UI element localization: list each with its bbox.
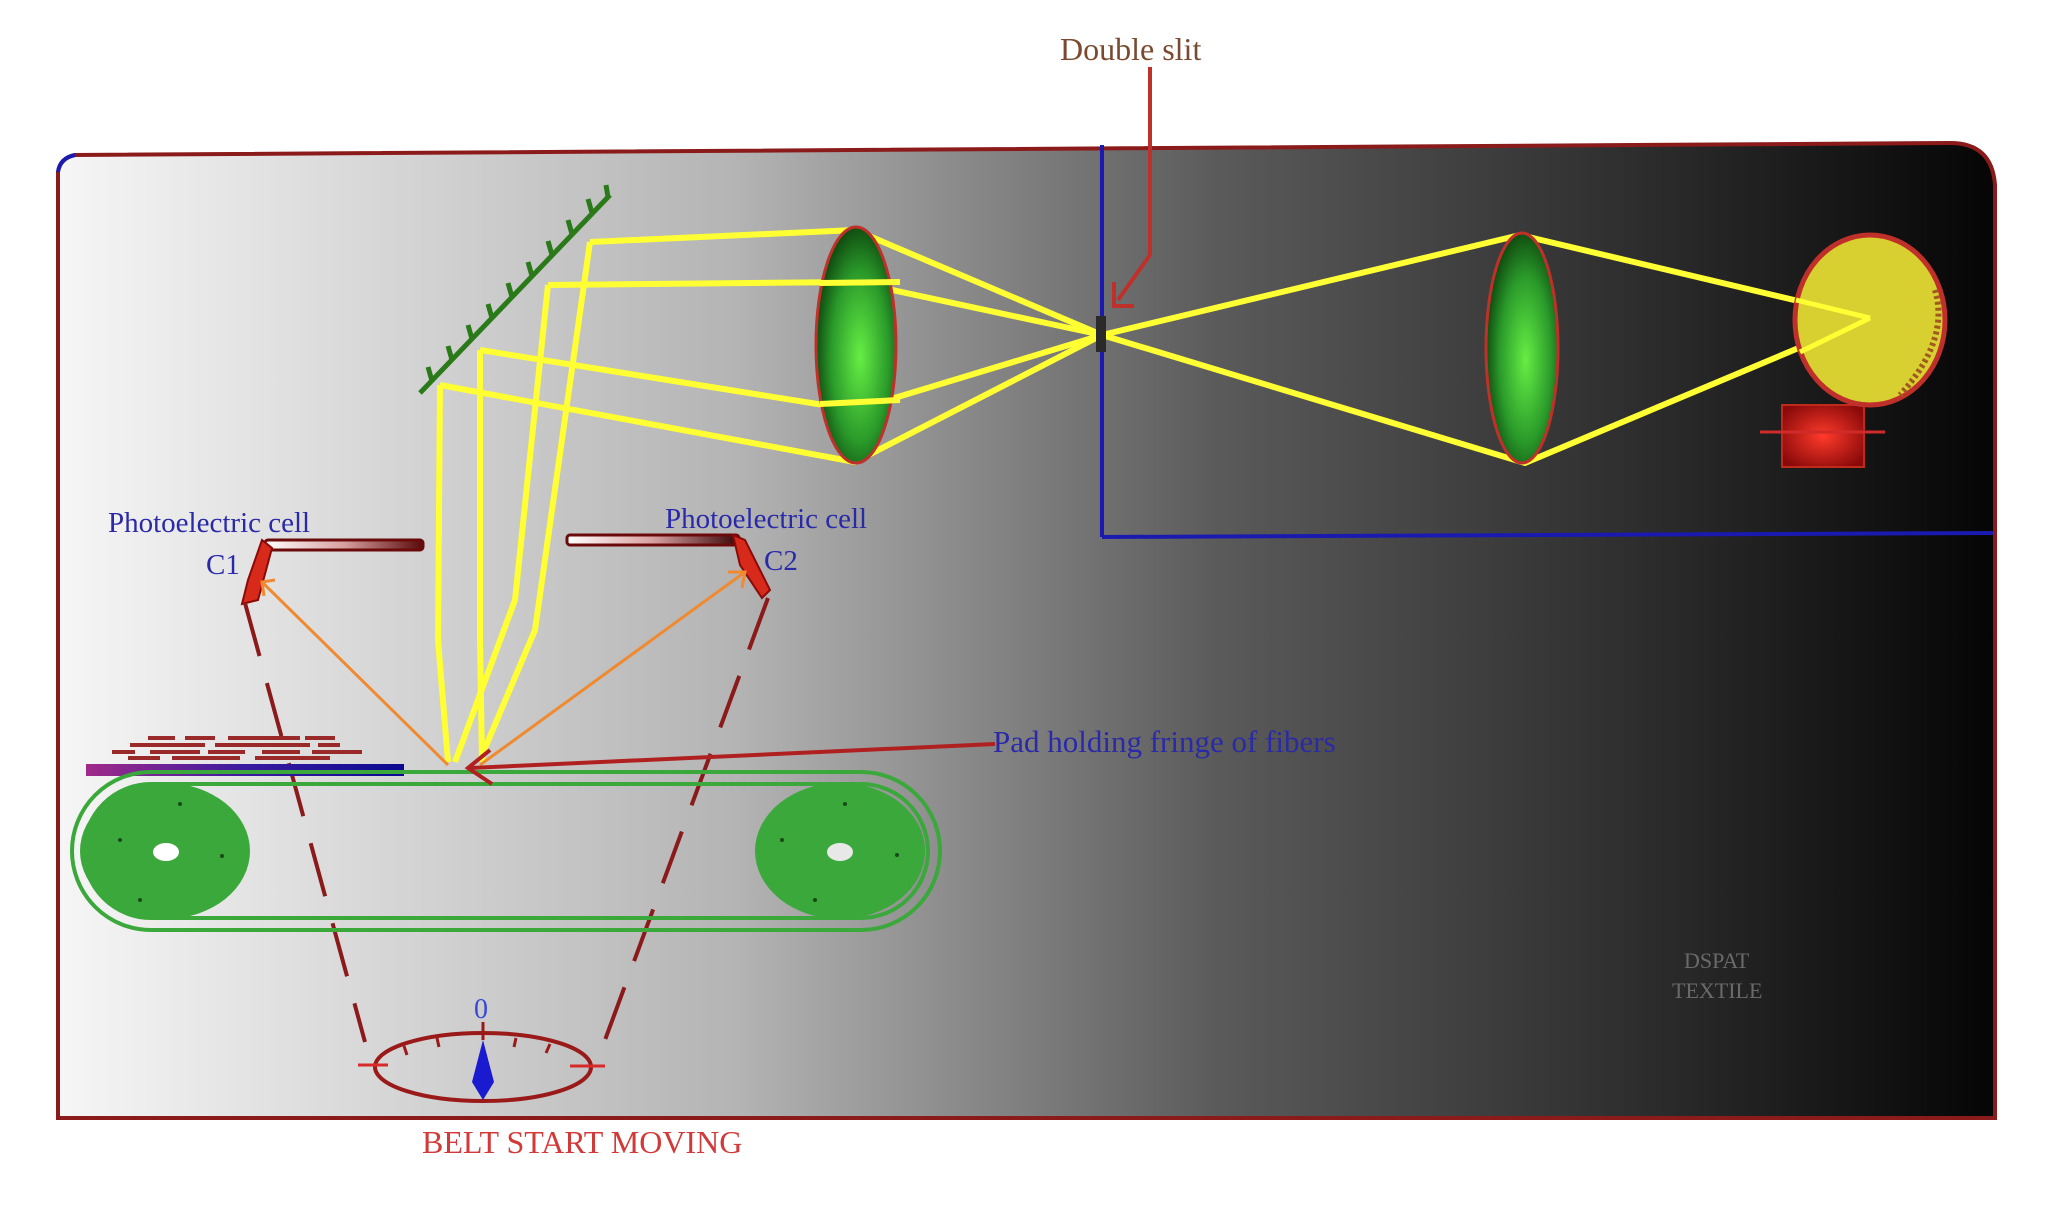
belt-caption: BELT START MOVING	[422, 1124, 742, 1160]
pad-pointer	[464, 742, 996, 786]
mirror	[418, 184, 612, 395]
condenser-lens	[814, 225, 898, 465]
photoelectric-cell-c2	[565, 533, 772, 600]
objective-lens	[1484, 231, 1560, 465]
dial-wires	[243, 597, 770, 1043]
reflected-rays	[260, 570, 747, 767]
photocell-left-label: Photoelectric cell	[108, 507, 310, 539]
photocell-left-id: C1	[206, 549, 240, 581]
photocell-right-label: Photoelectric cell	[665, 503, 867, 535]
dial-needle	[472, 1040, 494, 1100]
beams-over-lens	[819, 279, 901, 407]
photoelectric-cell-c1	[240, 538, 425, 606]
pad-label: Pad holding fringe of fibers	[993, 724, 1336, 759]
double-slit-label: Double slit	[1060, 31, 1201, 67]
galvanometer-dial	[358, 1022, 605, 1103]
left-pulley	[80, 783, 250, 919]
frame-corner	[56, 153, 76, 173]
double-slit-pointer	[1112, 67, 1152, 308]
fiber-fringe	[112, 736, 362, 760]
double-slit	[1096, 316, 1106, 352]
watermark-line2: TEXTILE	[1672, 978, 1762, 1003]
bulb-filament-beams	[1795, 297, 1872, 355]
right-pulley	[755, 783, 925, 919]
photocell-right-id: C2	[764, 545, 798, 577]
dial-zero-label: 0	[474, 994, 488, 1025]
watermark-line1: DSPAT	[1684, 948, 1750, 973]
conveyor-belt	[70, 770, 942, 932]
